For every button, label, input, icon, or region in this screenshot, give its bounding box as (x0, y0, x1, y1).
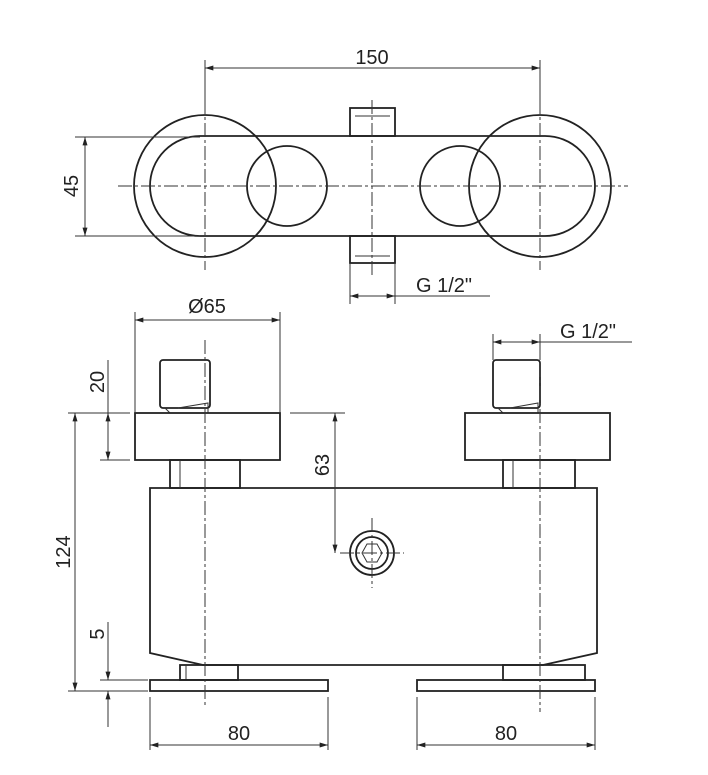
hex-socket-icon (361, 543, 383, 563)
dim-20: 20 (87, 371, 109, 393)
right-cap (464, 412, 611, 461)
dim-63: 63 (312, 454, 334, 476)
right-stem (502, 459, 576, 489)
left-cap (134, 412, 281, 461)
dim-150: 150 (355, 47, 388, 69)
body-front (149, 487, 598, 666)
dim-thread-top: G 1/2" (416, 275, 472, 297)
left-nipple (159, 359, 211, 409)
dim-80-left: 80 (228, 723, 250, 745)
dim-45: 45 (61, 175, 83, 197)
top-view: 150 45 G 1/2" (61, 47, 628, 304)
right-foot-stub (502, 664, 586, 681)
right-nipple (492, 359, 541, 409)
dim-thread-front: G 1/2" (560, 321, 616, 343)
right-wall-plate (416, 679, 596, 692)
dim-5: 5 (87, 628, 109, 639)
dim-80-right: 80 (495, 723, 517, 745)
front-view: Ø65 G 1/2" 20 124 5 63 80 8 (53, 296, 632, 750)
left-foot-stub (179, 664, 239, 681)
dim-cap-diameter: Ø65 (188, 296, 226, 318)
dim-124: 124 (53, 535, 75, 568)
left-wall-plate (149, 679, 329, 692)
